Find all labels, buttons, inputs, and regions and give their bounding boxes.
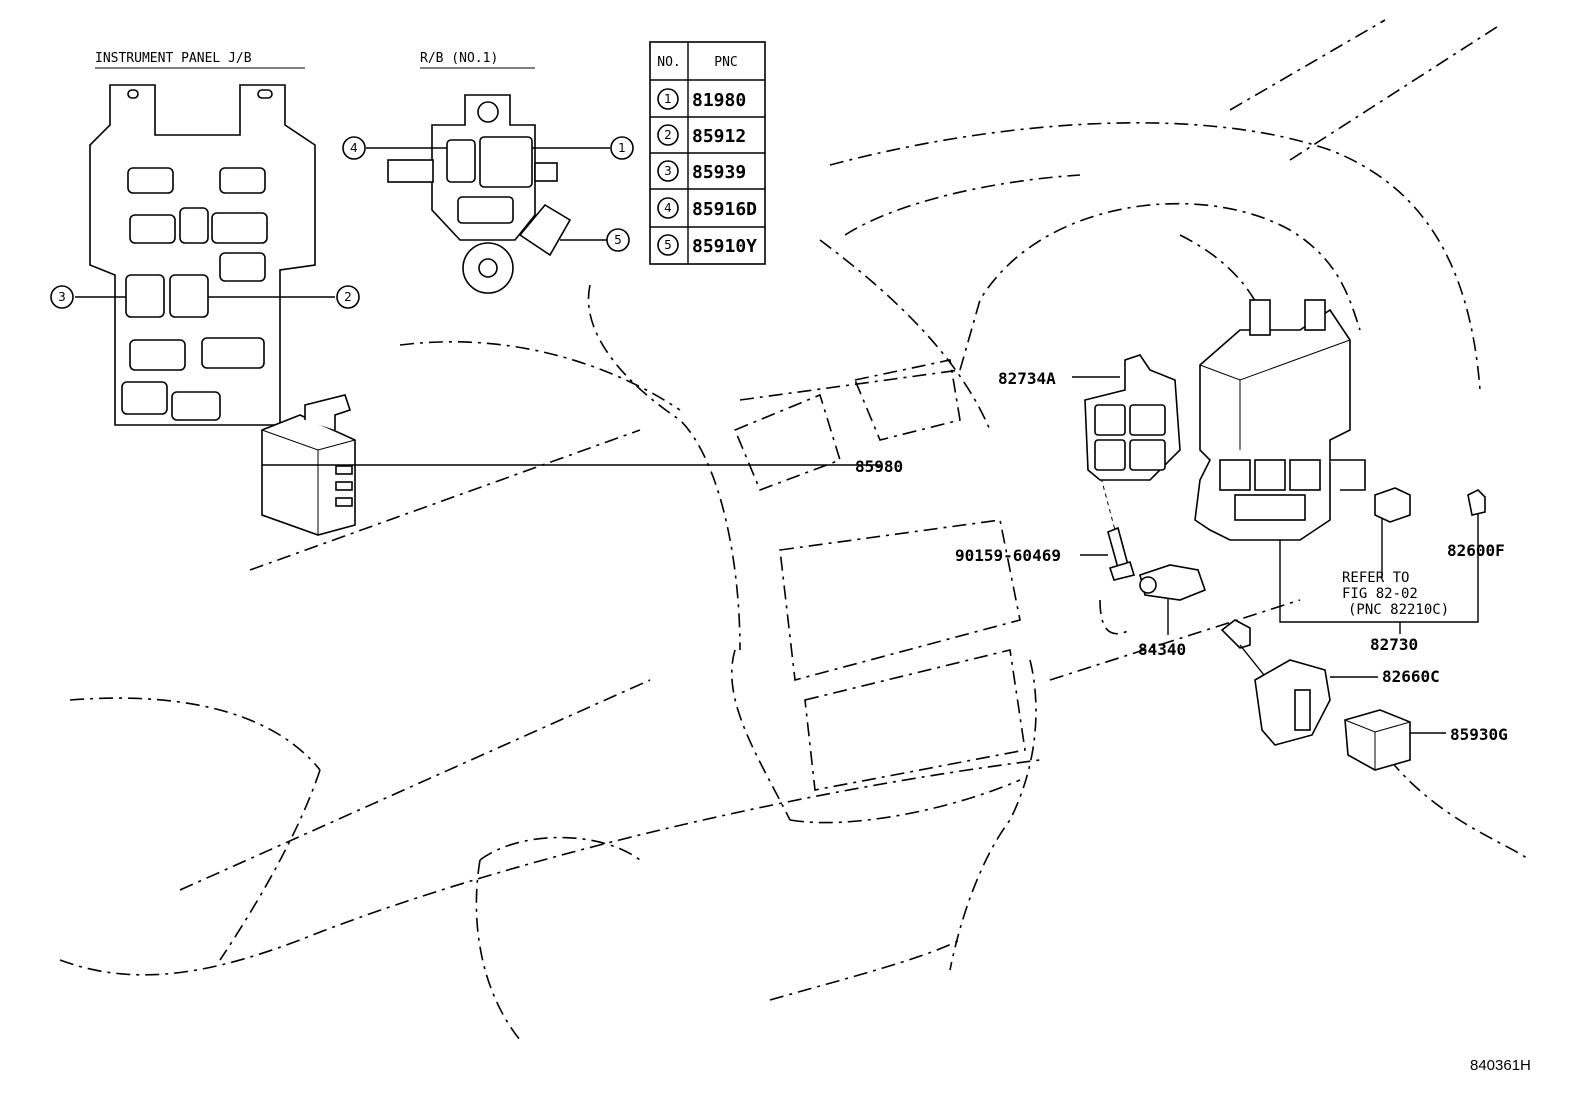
label-84340: 84340 [1138,640,1186,659]
table-row-no: 3 [664,164,672,178]
refer-note-line: REFER TO [1342,570,1409,586]
rb-heading: R/B (NO.1) [420,51,498,66]
pnc-table: NO. PNC 1 81980 2 85912 3 85939 4 85916D… [649,41,766,265]
callout-2 [336,285,360,309]
instrument-panel-jb: INSTRUMENT PANEL J/B 3 2 [50,51,360,426]
label-82660C: 82660C [1382,667,1440,686]
callout-5-label: 5 [614,233,622,247]
callout-2-label: 2 [344,290,352,304]
label-82600F: 82600F [1447,541,1505,560]
table-row-no: 4 [664,201,672,215]
table-row-no: 1 [664,92,672,106]
part-small-relay [1374,487,1486,523]
callout-1-label: 1 [618,141,626,155]
part-85980-module [261,394,880,536]
table-header-pnc: PNC [714,55,737,70]
refer-note-line: FIG 82-02 [1342,586,1418,602]
relay-block-no1: R/B (NO.1) 4 1 5 [342,51,634,294]
table-header-no: NO. [657,55,680,70]
part-82734A-holder [1072,354,1181,481]
callout-4-label: 4 [350,141,358,155]
table-row-no: 5 [664,238,672,252]
table-row-pnc: 81980 [692,90,746,111]
part-82730-junction-block [1194,299,1479,634]
dashboard-outline [59,19,1531,1041]
table-row-no: 2 [664,128,672,142]
part-90159-screw [1080,454,1136,581]
label-82730: 82730 [1370,635,1418,654]
table-row-pnc: 85912 [692,126,746,147]
callout-3-label: 3 [58,290,66,304]
label-85930G: 85930G [1450,725,1508,744]
callout-1 [610,136,634,160]
figure-id: 840361H [1470,1057,1531,1074]
refer-note-line: (PNC 82210C) [1348,602,1449,618]
callout-5 [606,228,630,252]
callout-4 [342,136,366,160]
callout-3 [50,285,74,309]
part-84340-switch [1139,564,1207,635]
label-82734A: 82734A [998,369,1056,388]
part-85930G-relay [1344,709,1446,771]
table-row-pnc: 85916D [692,199,757,220]
label-90159-60469: 90159-60469 [955,546,1061,565]
jb-heading: INSTRUMENT PANEL J/B [95,51,252,66]
part-82660C-bracket-relay [1220,619,1378,746]
label-85980: 85980 [855,457,903,476]
table-row-pnc: 85910Y [692,236,757,257]
table-row-pnc: 85939 [692,162,746,183]
